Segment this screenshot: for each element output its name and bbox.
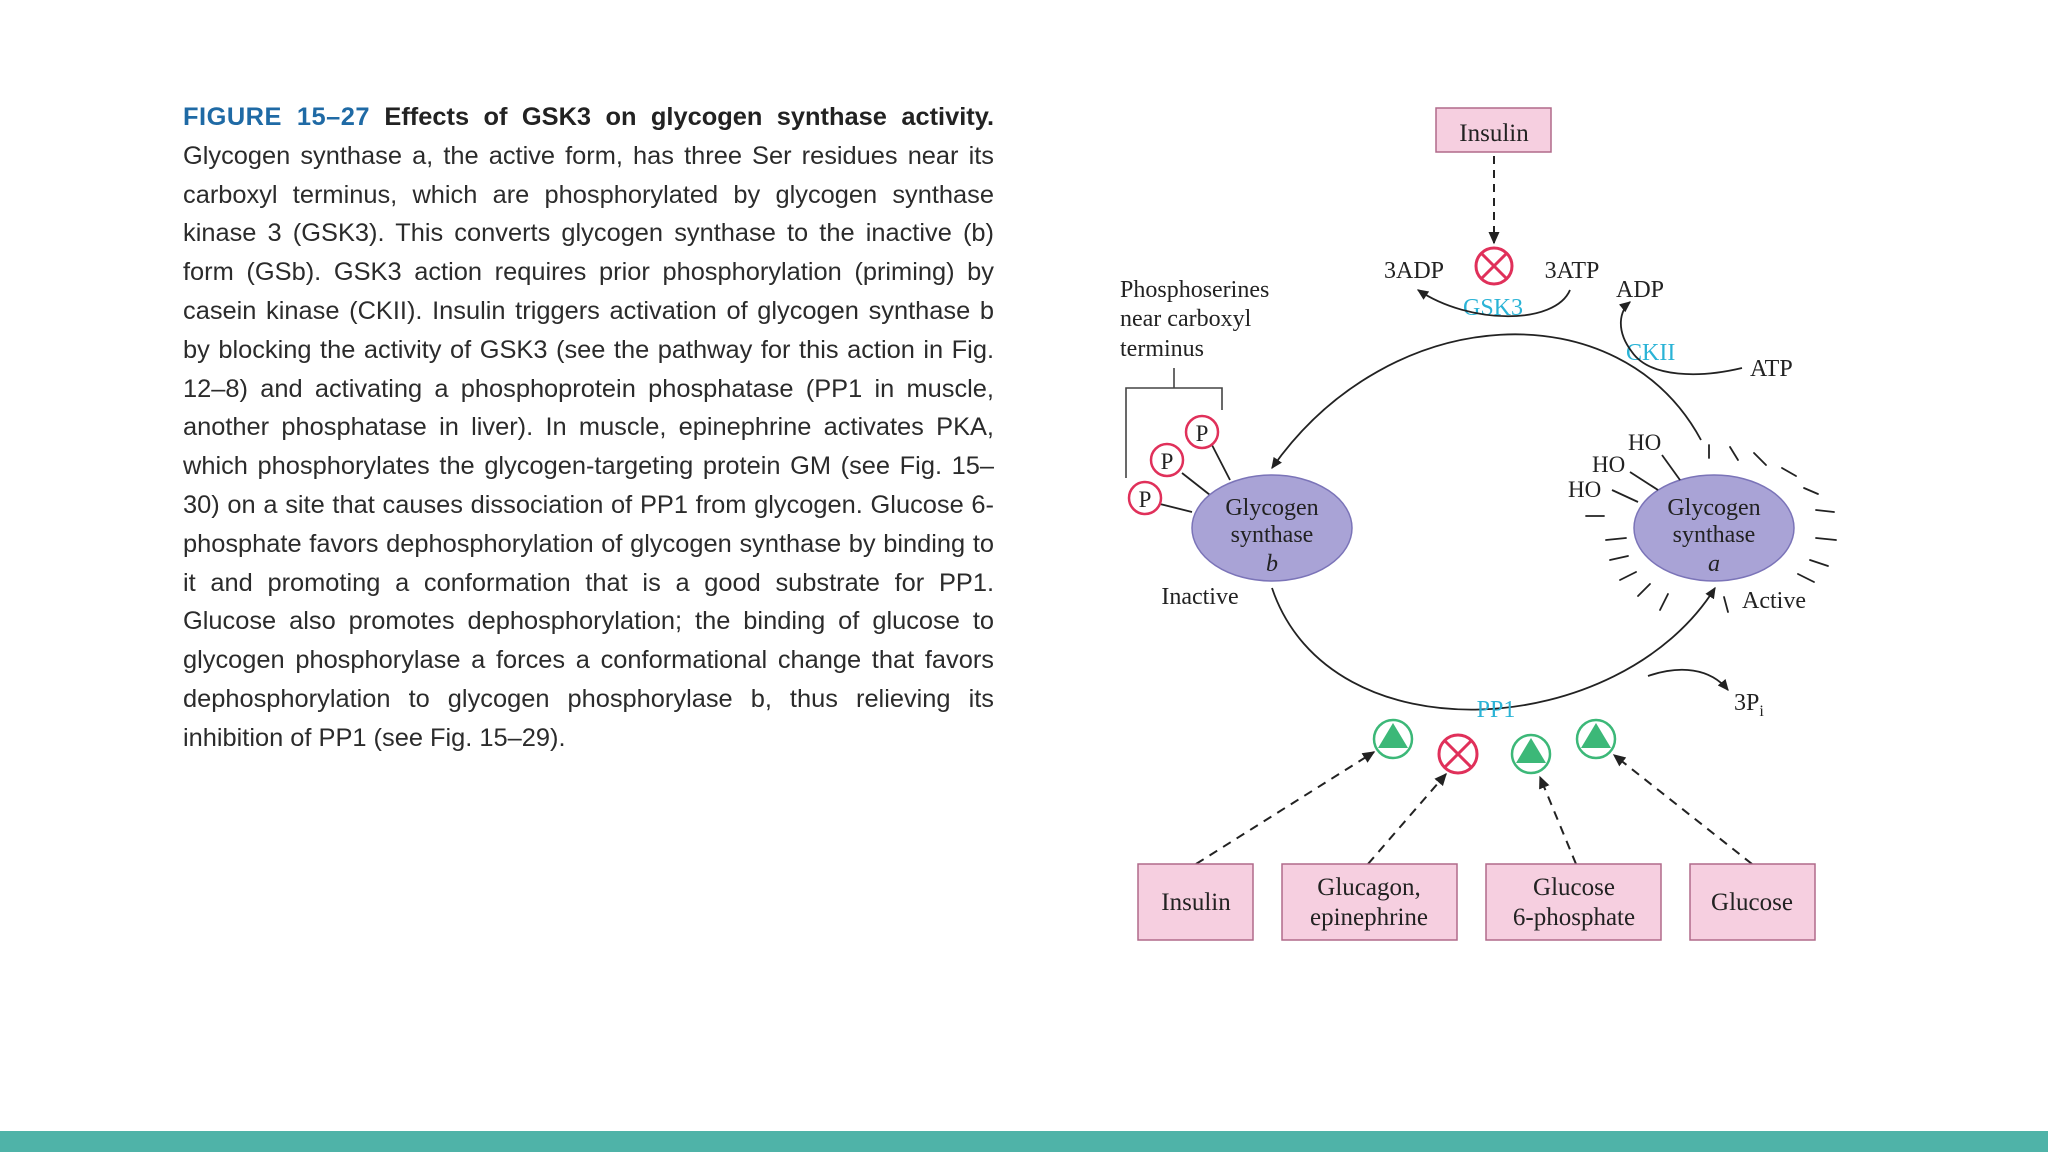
svg-text:P: P bbox=[1161, 449, 1174, 474]
inhibit-icon bbox=[1437, 733, 1479, 775]
insulin-box: Insulin bbox=[1137, 863, 1254, 941]
pi-label: 3Pi bbox=[1734, 690, 1764, 720]
gsk3-inhibit-icon bbox=[1474, 246, 1514, 286]
dephosphorylation-arc bbox=[1271, 586, 1716, 711]
svg-text:6-phosphate: 6-phosphate bbox=[1513, 904, 1635, 931]
figure-title: Effects of GSK3 on glycogen synthase act… bbox=[384, 103, 994, 131]
figure-caption: FIGURE 15–27 Effects of GSK3 on glycogen… bbox=[183, 98, 994, 758]
pp1-label: PP1 bbox=[1477, 697, 1516, 723]
svg-text:Glucagon,: Glucagon, bbox=[1317, 874, 1420, 901]
atp-label: ATP bbox=[1750, 356, 1793, 382]
insulin-to-pp1-arrow bbox=[1195, 751, 1376, 865]
activate-icon bbox=[1372, 718, 1414, 760]
phosphate-groups: P P P bbox=[1127, 414, 1231, 516]
phosphate-icon: P bbox=[1127, 480, 1163, 516]
glucagon-epinephrine-box: Glucagon, epinephrine bbox=[1281, 863, 1458, 941]
svg-text:b: b bbox=[1266, 551, 1278, 577]
phosphate-icon: P bbox=[1184, 414, 1220, 450]
g6p-to-pp1-arrow bbox=[1539, 775, 1577, 865]
glucagon-to-pp1-arrow bbox=[1367, 772, 1447, 865]
svg-text:a: a bbox=[1708, 551, 1720, 577]
svg-text:epinephrine: epinephrine bbox=[1310, 904, 1428, 931]
svg-text:Glycogen: Glycogen bbox=[1667, 495, 1760, 521]
ckii-label: CKII bbox=[1626, 340, 1675, 366]
glucose-6-phosphate-box: Glucose 6-phosphate bbox=[1485, 863, 1662, 941]
glucose-box: Glucose bbox=[1689, 863, 1816, 941]
footer-accent-bar bbox=[0, 1131, 2048, 1152]
svg-text:Insulin: Insulin bbox=[1161, 889, 1231, 916]
glucose-to-pp1-arrow bbox=[1612, 754, 1753, 865]
gsk3-atp-adp-arrow bbox=[1416, 289, 1571, 318]
svg-text:Glucose: Glucose bbox=[1533, 874, 1615, 901]
glycogen-synthase-a: Glycogen synthase a bbox=[1633, 474, 1795, 582]
svg-text:HO: HO bbox=[1628, 430, 1661, 455]
adp-label: ADP bbox=[1616, 277, 1664, 303]
phosphoserine-bracket bbox=[1125, 368, 1223, 478]
insulin-top-box: Insulin bbox=[1435, 107, 1552, 153]
inactive-label: Inactive bbox=[1161, 584, 1238, 610]
svg-text:synthase: synthase bbox=[1231, 522, 1314, 548]
svg-text:Glucose: Glucose bbox=[1711, 889, 1793, 916]
phosphoserines-label: Phosphoserines near carboxyl terminus bbox=[1120, 277, 1275, 362]
activate-icon bbox=[1510, 733, 1552, 775]
phosphate-icon: P bbox=[1149, 442, 1185, 478]
svg-text:HO: HO bbox=[1568, 477, 1601, 502]
svg-text:Glycogen: Glycogen bbox=[1225, 495, 1318, 521]
glycogen-synthase-b: Glycogen synthase b bbox=[1191, 474, 1353, 582]
phosphorylation-arc bbox=[1271, 333, 1702, 470]
gsk3-label: GSK3 bbox=[1463, 295, 1523, 321]
svg-text:HO: HO bbox=[1592, 452, 1625, 477]
insulin-top-label: Insulin bbox=[1459, 120, 1529, 147]
hydroxyl-groups: HO HO HO bbox=[1568, 430, 1681, 503]
activate-icon bbox=[1575, 718, 1617, 760]
ckii-atp-adp-arrow bbox=[1618, 301, 1743, 376]
pi-release-arrow bbox=[1647, 668, 1729, 691]
activity-rays bbox=[1585, 444, 1837, 613]
three-atp-label: 3ATP bbox=[1545, 258, 1600, 284]
three-adp-label: 3ADP bbox=[1384, 258, 1444, 284]
svg-text:P: P bbox=[1139, 487, 1152, 512]
active-label: Active bbox=[1742, 588, 1806, 614]
caption-body: Glycogen synthase a, the active form, ha… bbox=[183, 141, 994, 752]
svg-text:P: P bbox=[1196, 421, 1209, 446]
figure-label: FIGURE 15–27 bbox=[183, 103, 370, 131]
svg-text:synthase: synthase bbox=[1673, 522, 1756, 548]
